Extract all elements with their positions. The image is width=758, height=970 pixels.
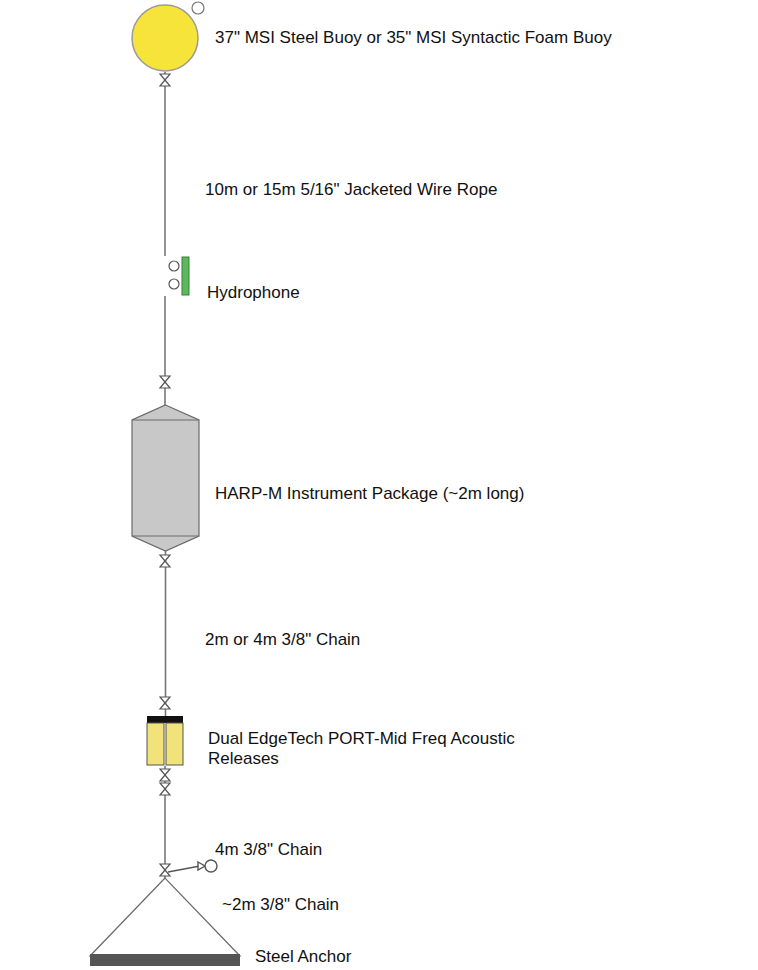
hydrophone: Hydrophone xyxy=(140,256,190,296)
swivel xyxy=(160,783,170,795)
mooring-line xyxy=(164,296,166,405)
buoy-shape xyxy=(131,4,199,72)
part-label: HARP-M Instrument Package (~2m long) xyxy=(215,484,524,504)
buoy-sphere xyxy=(132,5,198,71)
acoustic-releases: Dual EdgeTech PORT-Mid Freq Acoustic Rel… xyxy=(147,716,183,766)
cable-clip xyxy=(169,279,179,289)
release-bracket xyxy=(147,716,183,723)
swivel xyxy=(160,555,170,567)
pendant-line xyxy=(168,866,200,872)
mooring-line xyxy=(165,551,167,716)
swivel xyxy=(160,376,170,388)
part-label: Dual EdgeTech PORT-Mid Freq Acoustic Rel… xyxy=(208,729,548,769)
pressure-case xyxy=(132,405,199,551)
acoustic-releases-shape xyxy=(147,716,183,766)
lifting-eye xyxy=(192,2,204,14)
part-label: Steel Anchor xyxy=(255,947,351,967)
end-cap-line xyxy=(132,420,199,536)
swivel xyxy=(160,697,170,709)
release-body xyxy=(147,723,164,765)
mooring-line xyxy=(164,72,166,256)
swivel xyxy=(160,864,170,876)
anchor-shape xyxy=(90,878,240,966)
hydrophone-shape xyxy=(140,256,190,296)
anchor-bridle xyxy=(90,878,240,956)
swivel xyxy=(160,769,170,781)
buoy: 37" MSI Steel Buoy or 35" MSI Syntactic … xyxy=(131,4,199,72)
anchor: Steel Anchor xyxy=(90,878,240,966)
part-label: 37" MSI Steel Buoy or 35" MSI Syntactic … xyxy=(215,28,612,48)
pendant-shackle xyxy=(198,862,205,870)
instrument-package-shape xyxy=(132,405,199,551)
part-label: Hydrophone xyxy=(207,283,300,303)
callout-label: ~2m 3/8" Chain xyxy=(220,895,341,915)
instrument-package: HARP-M Instrument Package (~2m long) xyxy=(132,405,199,551)
line-segment-label: 10m or 15m 5/16" Jacketed Wire Rope xyxy=(203,180,499,200)
line-segment-label: 4m 3/8" Chain xyxy=(213,840,324,860)
anchor-plate xyxy=(90,954,240,966)
hydrophone-element xyxy=(182,257,189,295)
pendant-float xyxy=(205,860,217,872)
cable-clip xyxy=(169,261,179,271)
release-body xyxy=(166,723,183,765)
line-segment-label: 2m or 4m 3/8" Chain xyxy=(203,630,362,650)
pendant-chain xyxy=(168,860,217,872)
swivel xyxy=(160,74,170,86)
